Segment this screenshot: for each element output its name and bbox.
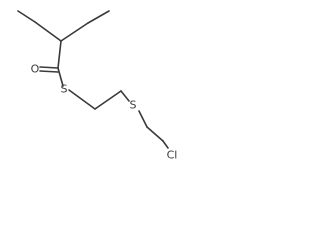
- bond-ethyl-left-terminal: [17, 10, 36, 23]
- chlorine-label: Cl: [167, 149, 178, 162]
- bond-alpha-carbonyl: [57, 40, 62, 69]
- bond-sulfur-methylene-3: [138, 110, 148, 128]
- bond-sulfur-methylene-1: [68, 89, 96, 110]
- bond-carbonyl-sulfur: [57, 67, 64, 87]
- bond-ethyl-left-inner: [34, 21, 62, 42]
- bond-carbonyl-double-a: [39, 66, 59, 69]
- bond-methylene-4-chlorine: [162, 140, 169, 149]
- bond-ethyl-right-inner: [60, 22, 89, 42]
- thioester-sulfur-label: S: [61, 83, 68, 96]
- bond-methylene-3-4: [146, 126, 164, 142]
- chemical-structure: O S S Cl: [17, 10, 178, 162]
- bond-carbonyl-double-b: [39, 70, 59, 73]
- bond-methylene-2-sulfur: [120, 90, 130, 102]
- bond-methylene-1-2: [94, 90, 122, 110]
- oxygen-label: O: [31, 63, 40, 76]
- thioether-sulfur-label: S: [130, 99, 137, 112]
- bond-ethyl-right-terminal: [87, 10, 110, 24]
